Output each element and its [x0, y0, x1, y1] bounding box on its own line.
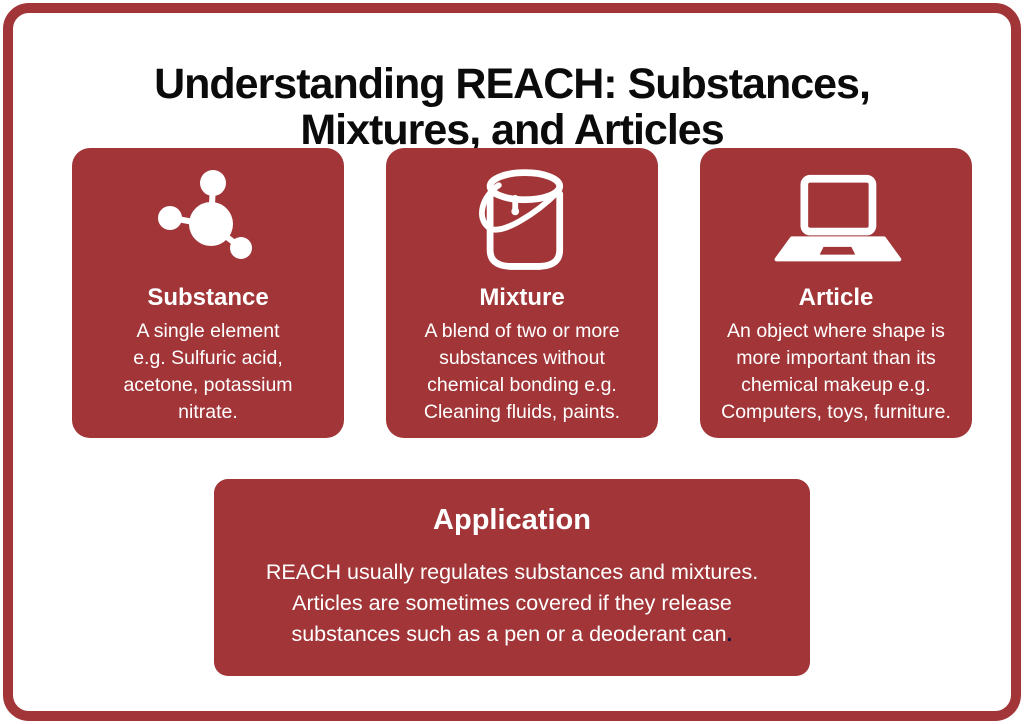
application-body-period: . [726, 622, 733, 646]
card-substance-heading: Substance [147, 284, 269, 311]
application-body-text: REACH usually regulates substances and m… [265, 560, 759, 646]
card-substance-body: A single element e.g. Sulfuric acid, ace… [123, 320, 293, 423]
application-body: REACH usually regulates substances and m… [214, 557, 810, 650]
card-article-heading: Article [798, 284, 874, 311]
page-title: Understanding REACH: Substances, Mixture… [154, 59, 871, 155]
card-mixture: Mixture A blend of two or more substance… [386, 148, 658, 438]
paint-bucket-icon [464, 162, 580, 280]
card-article-body: An object where shape is more important … [721, 320, 951, 423]
laptop-icon [766, 162, 906, 280]
card-mixture-heading: Mixture [479, 284, 565, 311]
card-mixture-body: A blend of two or more substances withou… [423, 320, 621, 423]
application-panel: Application REACH usually regulates subs… [214, 479, 810, 676]
molecule-icon [147, 162, 269, 280]
application-heading: Application [433, 504, 591, 536]
card-substance: Substance A single element e.g. Sulfuric… [72, 148, 344, 438]
cards-row: Substance A single element e.g. Sulfuric… [72, 148, 972, 438]
card-article: Article An object where shape is more im… [700, 148, 972, 438]
